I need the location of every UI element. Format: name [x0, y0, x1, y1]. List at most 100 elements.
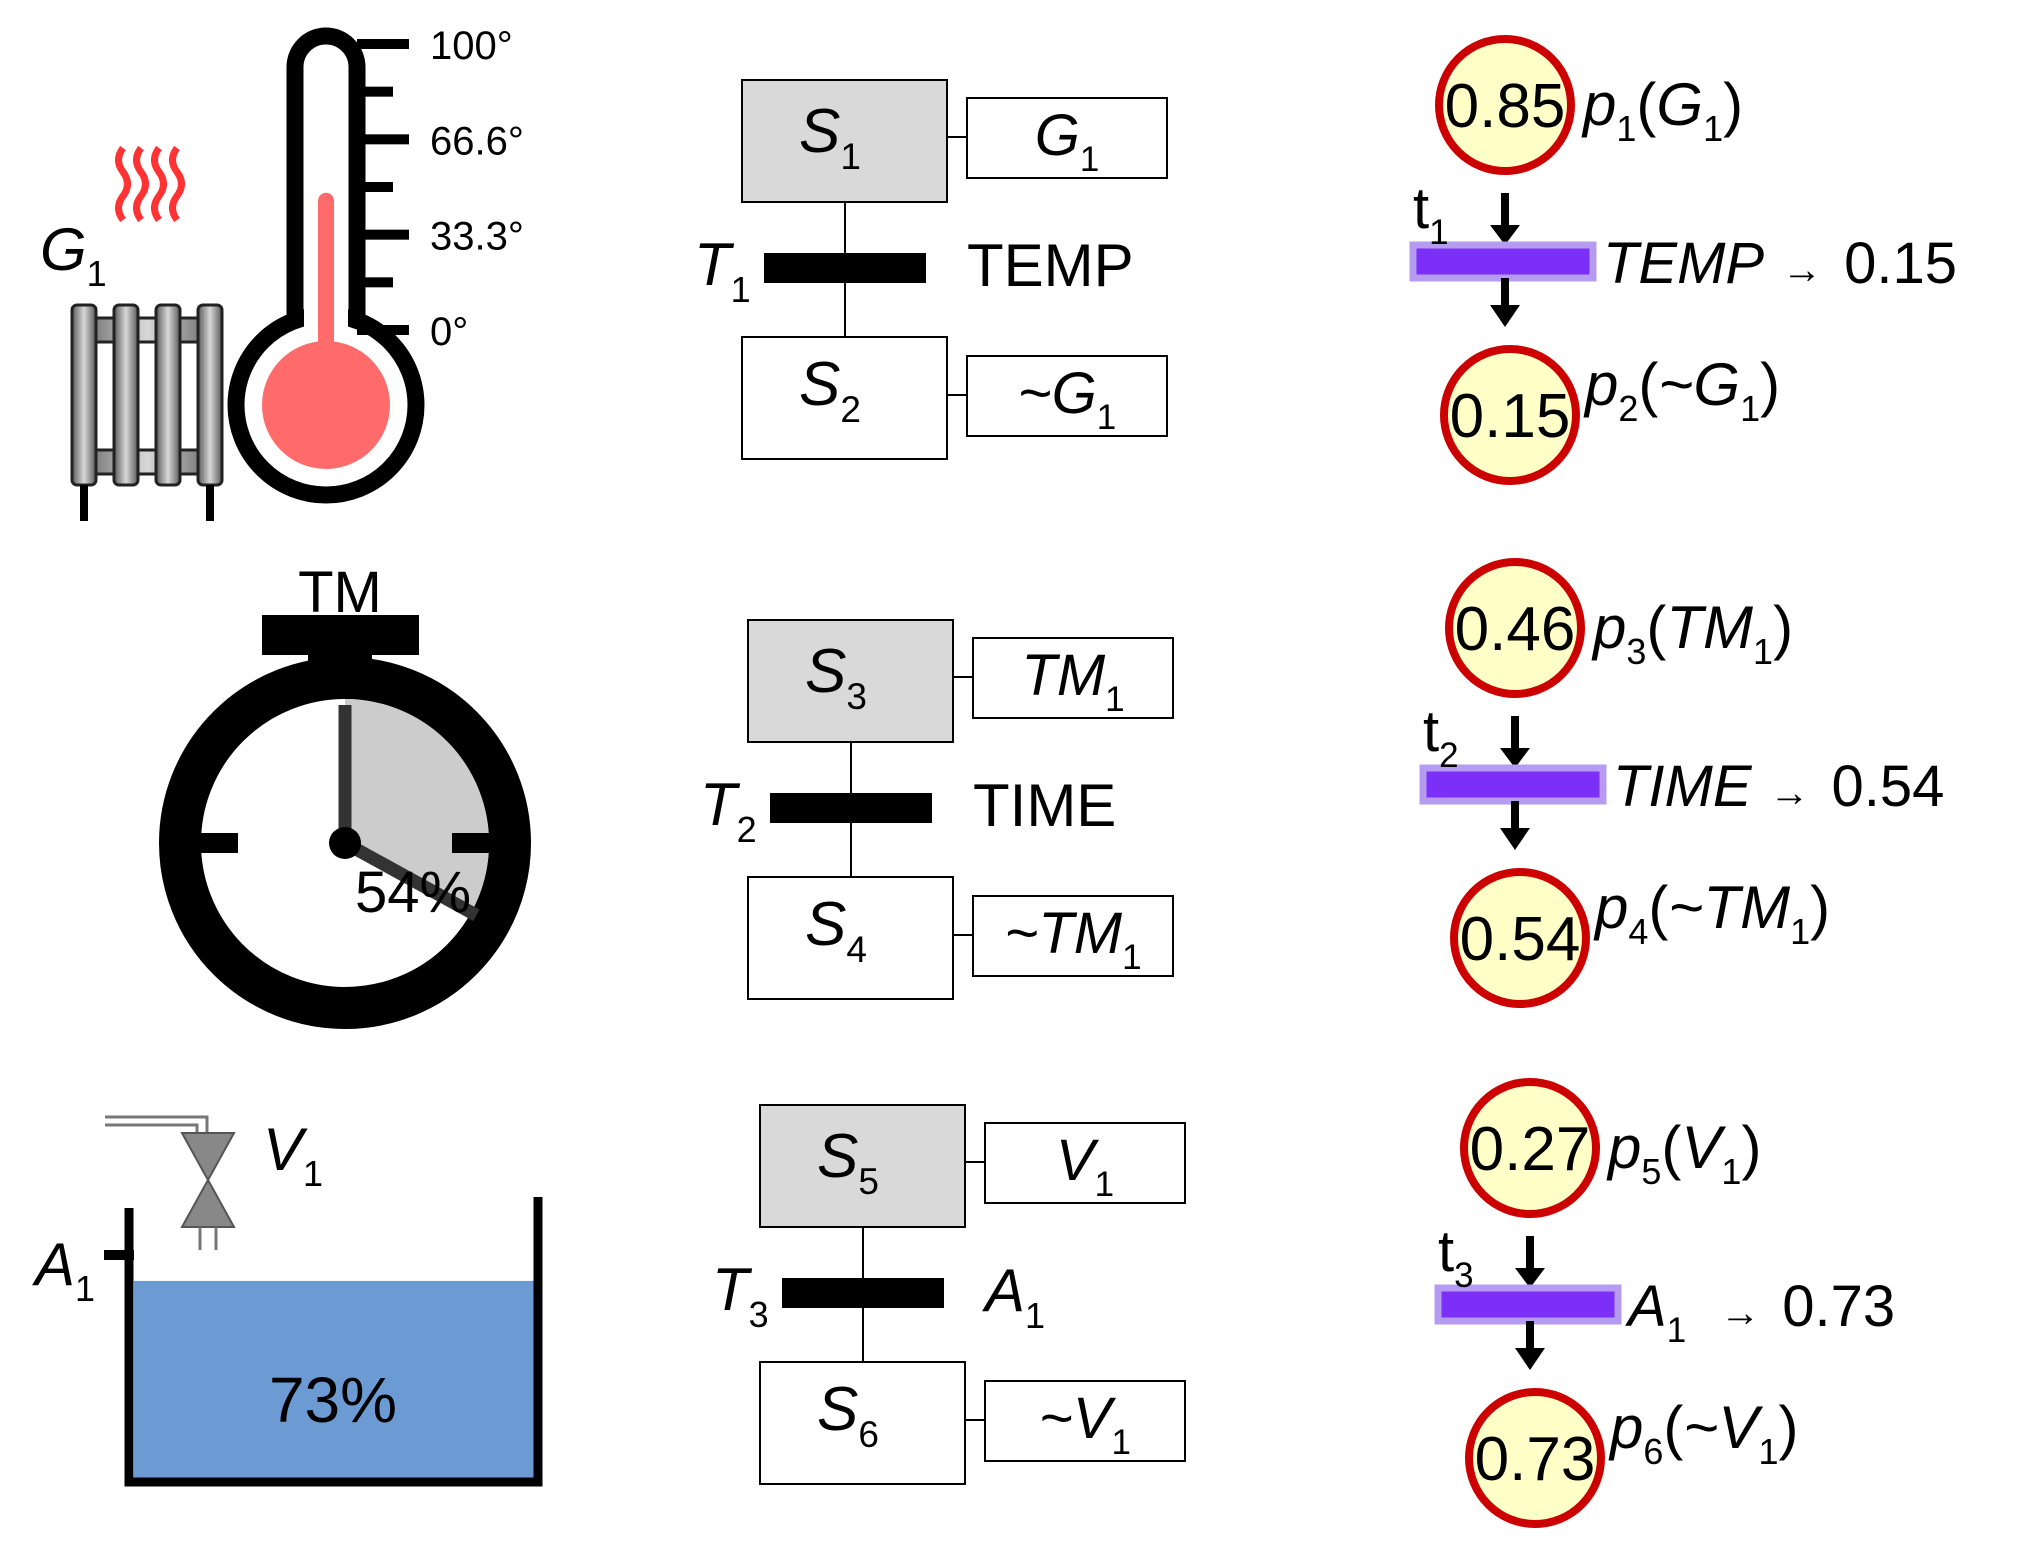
timer-icon: TM 54% [159, 560, 531, 1029]
timer-title: TM [298, 560, 382, 625]
petri-arc-head [1500, 748, 1530, 768]
grafcet-action-box [966, 97, 1168, 179]
grafcet-action-box [984, 1122, 1186, 1204]
petri-arc-head [1490, 225, 1520, 245]
petri-place-label: p2(~G1) [1583, 351, 1780, 429]
alarm-marker [104, 1250, 134, 1260]
petri-place-label: p3(TM1) [1591, 594, 1793, 672]
grafcet-action-box [984, 1380, 1186, 1462]
petri-transition-label: t2 [1423, 699, 1459, 775]
heat-wave [133, 145, 149, 223]
timer-percent: 54% [355, 860, 471, 925]
thermometer-major-tick [357, 325, 409, 335]
petri-place [1450, 868, 1590, 1008]
grafcet-step-active [741, 79, 948, 203]
thermometer-tick-label: 0° [430, 310, 468, 354]
petri-arc-head [1515, 1268, 1545, 1288]
grafcet-action-label: G1 [1035, 103, 1100, 179]
grafcet-condition: TIME [973, 772, 1116, 839]
thermometer-major-tick [357, 39, 409, 49]
grafcet-step-label: S1 [799, 97, 861, 177]
grafcet-step-active [747, 619, 954, 743]
valve-body-bottom [180, 1177, 236, 1228]
petri-arc-head [1490, 305, 1520, 327]
petri-place-label: p5(V1) [1606, 1114, 1761, 1192]
grafcet-step [741, 336, 948, 460]
grafcet-step-label: S3 [805, 637, 867, 717]
tank-percent: 73% [269, 1364, 397, 1436]
thermometer-tick-label: 100° [430, 24, 513, 68]
grafcet-step-label: S6 [817, 1375, 879, 1455]
grafcet-action-label: ~G1 [1018, 361, 1116, 437]
grafcet-action-label: ~V1 [1039, 1386, 1131, 1462]
timer-tick-left [193, 833, 238, 853]
heat-wave [151, 145, 167, 223]
petri-place [1445, 558, 1585, 698]
radiator-leg [206, 485, 214, 521]
thermometer-minor-tick [357, 182, 393, 192]
thermometer-scale: 100°66.6°33.3°0° [357, 24, 524, 354]
petri-rule: TIME→0.54 [1613, 754, 1944, 819]
petri-place-value: 0.54 [1460, 905, 1581, 974]
thermometer-minor-tick [357, 86, 393, 97]
petri-transition-label: t1 [1413, 176, 1449, 252]
tank-icon: V1 A1 73% [32, 1115, 543, 1487]
grafcet-action-box [972, 637, 1174, 719]
grafcet-step-active [759, 1104, 966, 1228]
tank-water [134, 1280, 536, 1478]
grafcet-step [759, 1361, 966, 1485]
petri-arc-head [1515, 1348, 1545, 1370]
petri-place-value: 0.85 [1445, 72, 1566, 141]
alarm-label: A1 [32, 1231, 95, 1309]
radiator-fin [154, 303, 182, 487]
grafcet-transition-bar [782, 1278, 944, 1308]
petri-place-label: p6(~V1) [1608, 1394, 1798, 1472]
grafcet-transition-label: T1 [694, 231, 751, 310]
grafcet-step-label: S4 [805, 890, 867, 970]
radiator-fin [196, 303, 224, 487]
grafcet-transition-bar [770, 793, 932, 823]
grafcet-condition: TEMP [967, 232, 1134, 299]
petri-place-label: p4(~TM1) [1593, 874, 1830, 952]
grafcet-action-label: TM1 [1021, 643, 1124, 719]
heat-wave [115, 145, 131, 223]
petri-place [1435, 35, 1575, 175]
grafcet-step [747, 876, 954, 1000]
grafcet-condition: A1 [982, 1257, 1045, 1336]
timer-tick-right [452, 833, 497, 853]
valve-label: V1 [263, 1116, 323, 1194]
timer-hand [341, 837, 480, 921]
petri-rule: TEMP→0.15 [1603, 231, 1957, 296]
petri-place-value: 0.27 [1470, 1115, 1591, 1184]
petri-place-value: 0.15 [1450, 382, 1571, 451]
radiator-icon [70, 145, 224, 521]
timer-top-bar [262, 615, 419, 655]
thermometer-tick-label: 66.6° [430, 119, 524, 163]
thermometer-icon: 100°66.6°33.3°0° [227, 24, 524, 504]
grafcet-transition-label: T3 [712, 1256, 769, 1335]
valve-body-top [180, 1132, 236, 1183]
radiator-leg [80, 485, 88, 521]
petri-transition-label: t3 [1438, 1219, 1474, 1295]
thermometer-major-tick [357, 229, 409, 240]
petri-place-label: p1(G1) [1581, 71, 1743, 149]
petri-place-value: 0.46 [1455, 595, 1576, 664]
petri-rule: A1 →0.73 [1625, 1274, 1895, 1350]
heat-wave [169, 145, 185, 223]
petri-arc-head [1500, 828, 1530, 850]
thermometer-major-tick [357, 134, 409, 145]
petri-place [1440, 345, 1580, 485]
radiator-fin [70, 303, 98, 487]
thermometer-fluid [318, 192, 334, 405]
grafcet-action-box [972, 895, 1174, 977]
radiator-label: G1 [40, 216, 107, 294]
petri-place [1460, 1078, 1600, 1218]
